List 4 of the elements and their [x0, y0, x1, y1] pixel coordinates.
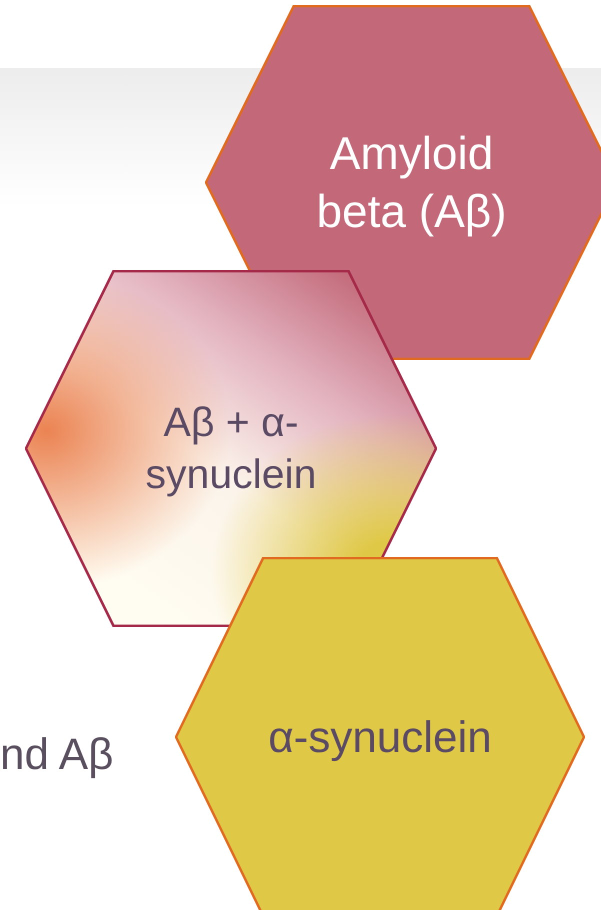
node-label: Aβ + α-synuclein: [144, 398, 318, 498]
node-label: Amyloid beta (Aβ): [315, 126, 508, 238]
text-label: nd Aβ: [0, 729, 114, 781]
node-label: α-synuclein: [268, 712, 492, 764]
